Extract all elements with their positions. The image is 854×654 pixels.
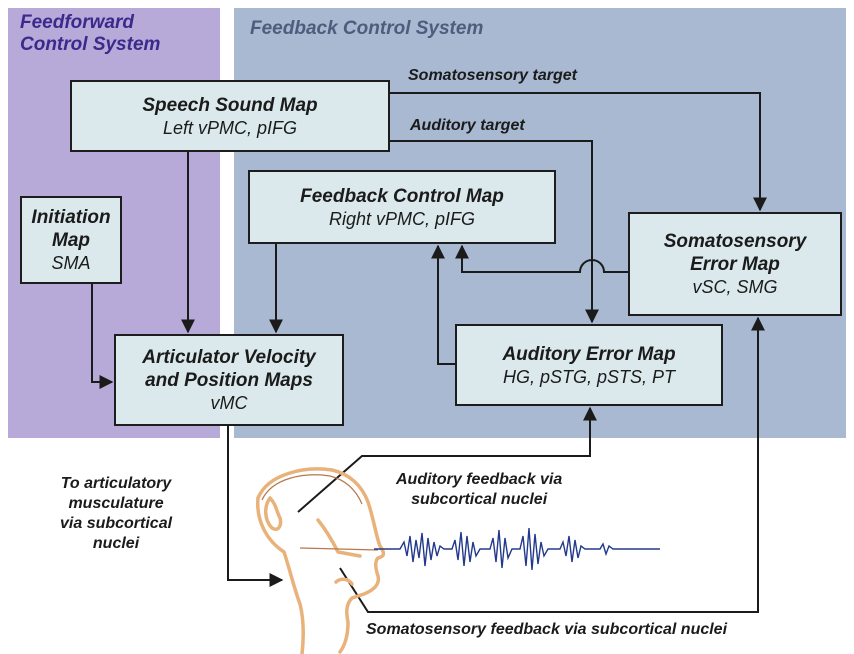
feedback-control-map-box: Feedback Control Map Right vPMC, pIFG — [248, 170, 556, 244]
head-profile-icon — [256, 467, 386, 654]
initiation-map-region: SMA — [51, 253, 91, 273]
arrow-auditory-feedback — [297, 406, 597, 513]
arrow-auditory-target — [390, 140, 599, 324]
somatosensory-error-map-region: vSC, SMG — [692, 277, 778, 297]
auditory-feedback-label: Auditory feedback via subcortical nuclei — [396, 470, 562, 510]
arrow-aem-to-fcm — [431, 244, 455, 365]
to-articulatory-label: To articulatory musculature via subcorti… — [60, 474, 172, 554]
somatosensory-error-map-box: Somatosensory Error Map vSC, SMG — [628, 212, 842, 316]
somatosensory-feedback-label: Somatosensory feedback via subcortical n… — [366, 621, 728, 638]
to-articulatory-line4: nuclei — [92, 535, 140, 552]
arrow-somatosensory-target — [390, 92, 767, 212]
auditory-target-label: Auditory target — [410, 117, 525, 134]
to-articulatory-line1: To articulatory — [60, 475, 172, 492]
articulator-maps-region: vMC — [210, 393, 248, 413]
arrow-sem-to-fcm — [455, 244, 628, 273]
speech-sound-map-region: Left vPMC, pIFG — [162, 117, 298, 138]
arrow-somatosensory-feedback — [339, 316, 765, 613]
feedforward-title: Feedforward Control System — [20, 12, 220, 56]
auditory-error-map-title: Auditory Error Map — [502, 343, 676, 365]
speech-waveform-icon — [374, 527, 660, 571]
arrow-to-musculature — [227, 426, 284, 587]
articulator-maps-title-line2: and Position Maps — [145, 370, 313, 391]
initiation-map-box: Initiation Map SMA — [20, 196, 122, 284]
feedforward-title-line2: Control System — [20, 34, 161, 55]
somatosensory-error-map-title-line1: Somatosensory — [663, 231, 807, 252]
to-articulatory-line2: musculature — [68, 495, 164, 512]
auditory-error-map-box: Auditory Error Map HG, pSTG, pSTS, PT — [455, 324, 723, 406]
auditory-feedback-line1: Auditory feedback via — [396, 471, 563, 488]
somatosensory-error-map-title-line2: Error Map — [690, 254, 780, 275]
arrow-initiation-to-articulator — [91, 284, 114, 389]
articulator-maps-title-line1: Articulator Velocity — [142, 347, 316, 368]
speech-sound-map-title: Speech Sound Map — [142, 94, 318, 116]
feedback-title: Feedback Control System — [250, 18, 484, 39]
auditory-feedback-line2: subcortical nuclei — [411, 491, 548, 508]
feedback-control-map-region: Right vPMC, pIFG — [328, 208, 476, 229]
speech-sound-map-box: Speech Sound Map Left vPMC, pIFG — [70, 80, 390, 152]
somatosensory-target-label: Somatosensory target — [408, 67, 577, 84]
to-articulatory-line3: via subcortical — [60, 515, 173, 532]
auditory-error-map-region: HG, pSTG, pSTS, PT — [502, 366, 676, 387]
articulator-maps-box: Articulator Velocity and Position Maps v… — [114, 334, 344, 426]
head-profile-inner-icon — [261, 474, 379, 551]
initiation-map-title-line1: Initiation — [31, 207, 111, 228]
feedback-control-map-title: Feedback Control Map — [300, 185, 504, 207]
feedforward-title-line1: Feedforward — [20, 12, 135, 33]
initiation-map-title-line2: Map — [52, 230, 90, 251]
